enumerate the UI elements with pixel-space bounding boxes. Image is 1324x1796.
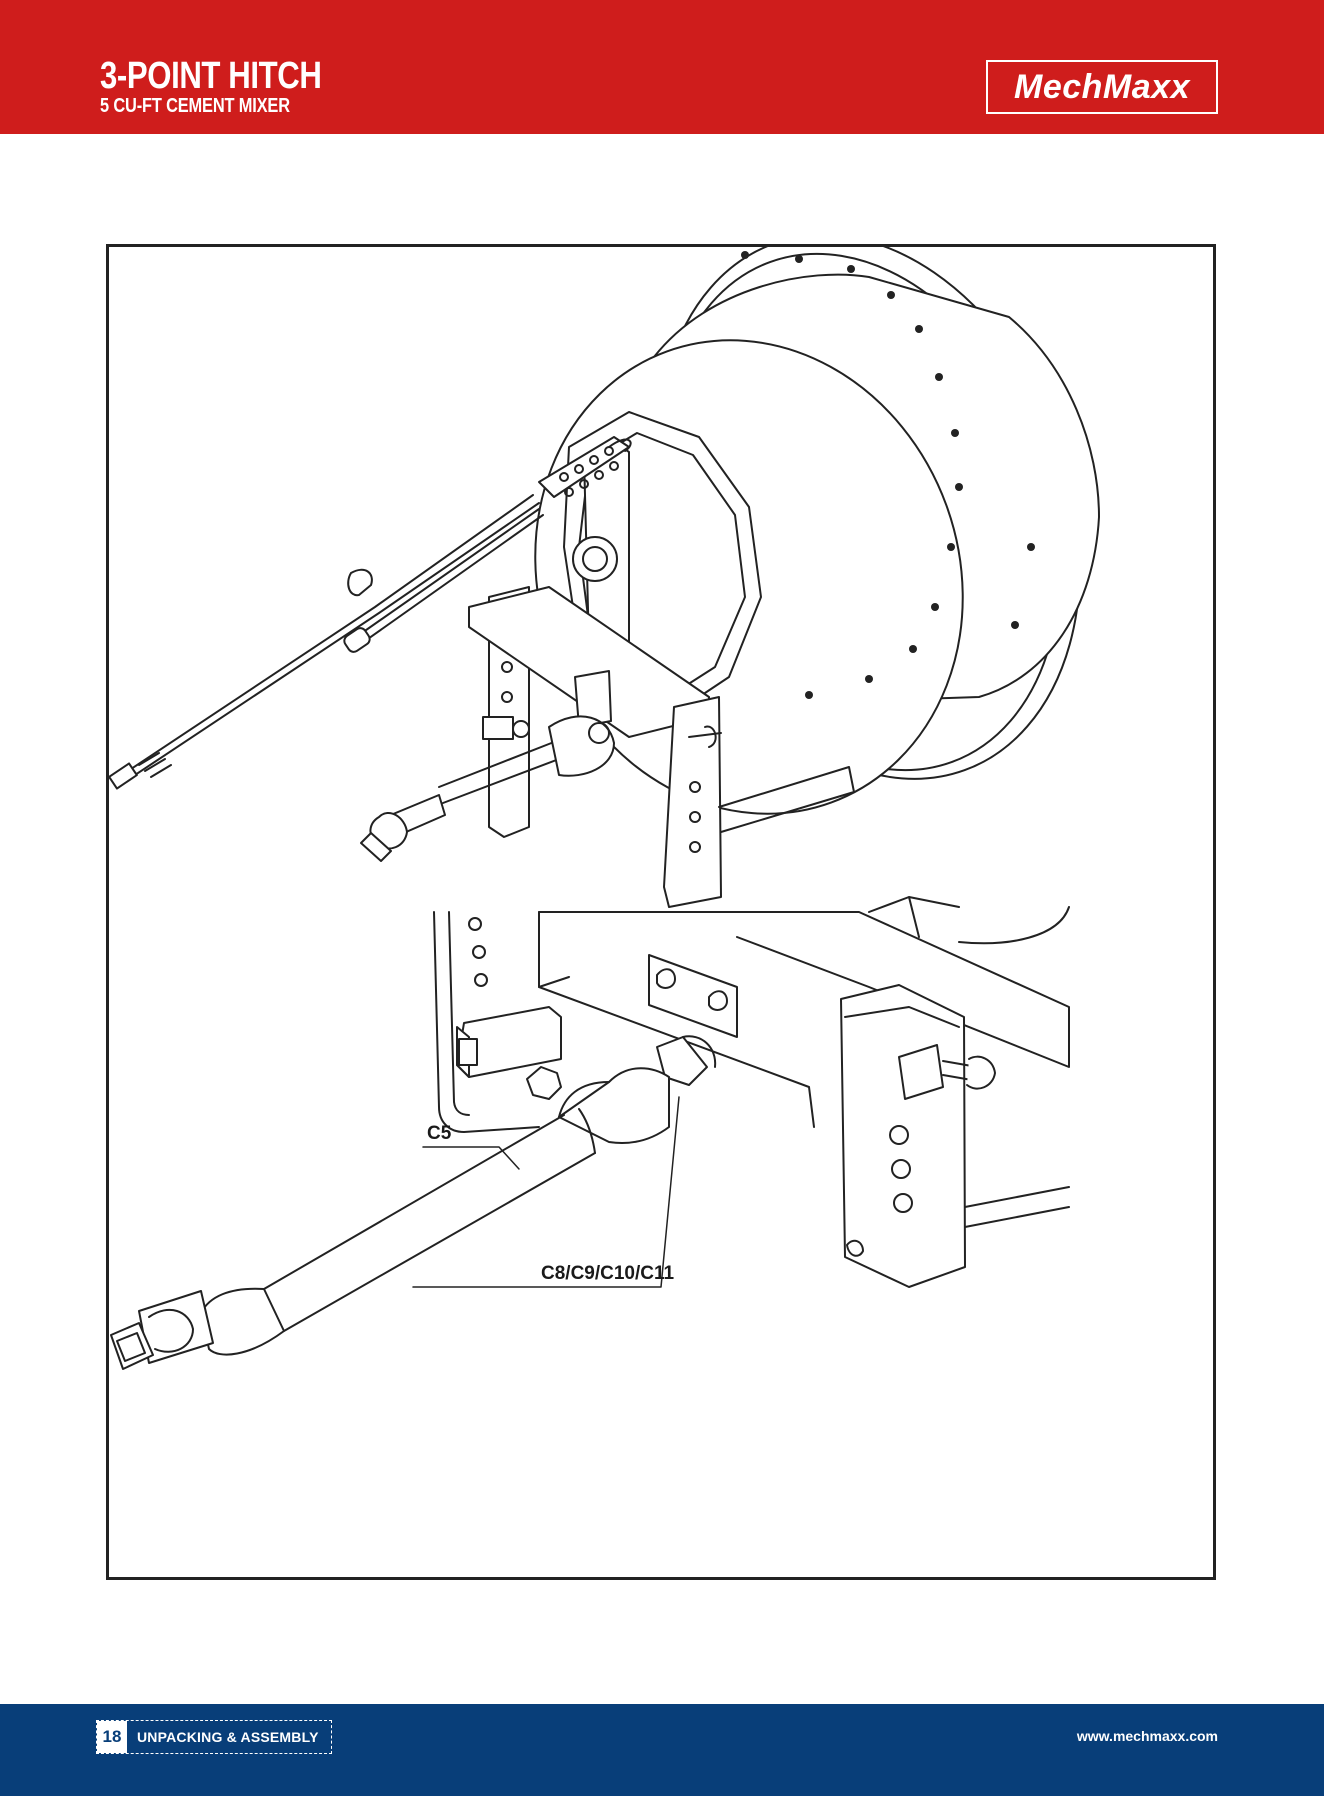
- handle-rod-drawing: [109, 495, 543, 789]
- closeup-pto-shaft-drawing: [111, 1036, 715, 1369]
- callout-c8-c9-c10-c11: C8/C9/C10/C11: [541, 1263, 674, 1285]
- page-title: 3-POINT HITCH: [100, 58, 321, 94]
- callout-c5: C5: [427, 1123, 451, 1145]
- mixer-drum-drawing: [470, 247, 1153, 874]
- section-label: UNPACKING & ASSEMBLY: [127, 1729, 331, 1745]
- mixer-line-drawing: [109, 247, 1213, 1577]
- closeup-frame-drawing: [434, 897, 1069, 1287]
- brand-logo-text: MechMaxx: [1014, 68, 1190, 107]
- page-subtitle: 5 CU-FT CEMENT MIXER: [100, 96, 290, 116]
- assembly-illustration: C5 C8/C9/C10/C11: [106, 244, 1216, 1580]
- page-header: 3-POINT HITCH 5 CU-FT CEMENT MIXER MechM…: [0, 0, 1324, 134]
- brand-logo: MechMaxx: [986, 60, 1218, 114]
- footer-section-badge: 18 UNPACKING & ASSEMBLY: [96, 1720, 332, 1754]
- website-link[interactable]: www.mechmaxx.com: [1077, 1728, 1218, 1744]
- page-number: 18: [97, 1721, 127, 1753]
